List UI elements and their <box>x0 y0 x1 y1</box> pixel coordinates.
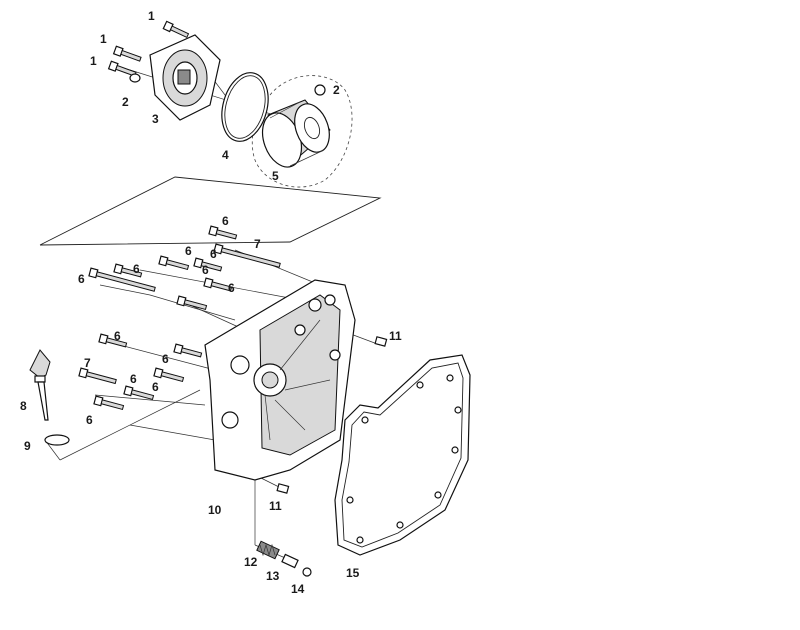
callout-6: 6 <box>130 372 137 386</box>
callout-6: 6 <box>185 244 192 258</box>
callout-2: 2 <box>122 95 129 109</box>
washer <box>314 84 326 96</box>
callout-3: 3 <box>152 112 159 126</box>
cover-bolts <box>107 20 190 77</box>
cover-gasket <box>334 354 471 556</box>
callout-12: 12 <box>244 555 258 569</box>
callout-1: 1 <box>148 9 155 23</box>
callout-14: 14 <box>291 582 305 596</box>
callout-7: 7 <box>254 237 261 251</box>
callout-5: 5 <box>272 169 279 183</box>
callout-11: 11 <box>269 499 282 513</box>
o-ring <box>221 72 269 142</box>
oil-filter-element <box>261 99 331 168</box>
filter-group-outline <box>251 75 353 188</box>
callout-1: 1 <box>100 32 107 46</box>
callout-6: 6 <box>222 214 229 228</box>
callout-2: 2 <box>333 83 340 97</box>
case-bolts-lower <box>78 333 203 411</box>
callout-8: 8 <box>20 399 27 413</box>
crankcase-cover <box>204 279 356 481</box>
callout-9: 9 <box>24 439 31 453</box>
callout-6: 6 <box>202 263 209 277</box>
callout-6: 6 <box>86 413 93 427</box>
oil-filter-cover <box>149 34 221 121</box>
dowel-pin <box>276 483 290 494</box>
callout-10: 10 <box>208 503 222 517</box>
callout-6: 6 <box>228 281 235 295</box>
callout-6: 6 <box>152 380 159 394</box>
callout-6: 6 <box>114 329 121 343</box>
callout-6: 6 <box>78 272 85 286</box>
case-bolts-upper <box>88 225 281 311</box>
dowel-pin <box>374 336 388 347</box>
relief-plunger <box>281 553 299 569</box>
callout-11: 11 <box>389 329 402 343</box>
callout-6: 6 <box>210 247 217 261</box>
callout-13: 13 <box>266 569 280 583</box>
callout-7: 7 <box>84 356 91 370</box>
callout-6: 6 <box>133 262 140 276</box>
washer <box>129 73 141 83</box>
callout-6: 6 <box>162 352 169 366</box>
callout-4: 4 <box>222 148 229 162</box>
relief-ball <box>302 567 312 577</box>
dipstick-washer <box>44 434 70 446</box>
callout-1: 1 <box>90 54 97 68</box>
relief-spring <box>256 540 280 560</box>
callout-15: 15 <box>346 566 360 580</box>
dipstick <box>29 349 51 421</box>
